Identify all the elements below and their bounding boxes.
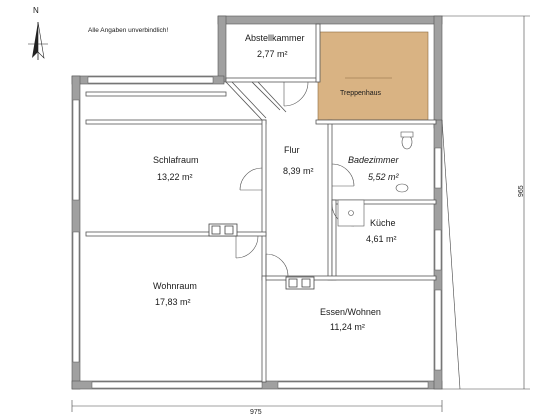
flur-diagonal-walls — [225, 81, 287, 121]
room-area-wohnraum: 17,83 m² — [155, 297, 191, 307]
room-area-flur: 8,39 m² — [283, 166, 314, 176]
room-area-schlafraum: 13,22 m² — [157, 172, 193, 182]
room-name-badezimmer: Badezimmer — [348, 155, 399, 165]
room-name-abstellkammer: Abstellkammer — [245, 33, 305, 43]
stairwell-area — [317, 31, 429, 121]
room-area-abstellkammer: 2,77 m² — [257, 49, 288, 59]
windows — [72, 76, 442, 389]
room-area-essen-wohnen: 11,24 m² — [330, 322, 365, 332]
dimension-width: 975 — [250, 409, 262, 416]
room-name-treppenhaus: Treppenhaus — [340, 90, 381, 97]
interior-walls — [85, 23, 437, 383]
north-label: N — [33, 6, 39, 15]
chimneys — [208, 223, 315, 290]
dimension-lines — [71, 15, 530, 412]
room-name-kueche: Küche — [370, 218, 396, 228]
room-name-wohnraum: Wohnraum — [153, 281, 197, 291]
room-name-essen-wohnen: Essen/Wohnen — [320, 307, 381, 317]
room-area-kueche: 4,61 m² — [366, 234, 397, 244]
disclaimer-note: Alle Angaben unverbindlich! — [88, 27, 169, 34]
dimension-height: 965 — [518, 185, 525, 197]
bathroom-fixtures — [337, 131, 414, 227]
room-name-flur: Flur — [284, 145, 300, 155]
room-area-badezimmer: 5,52 m² — [368, 172, 399, 182]
north-arrow-icon — [28, 21, 48, 60]
room-name-schlafraum: Schlafraum — [153, 155, 199, 165]
